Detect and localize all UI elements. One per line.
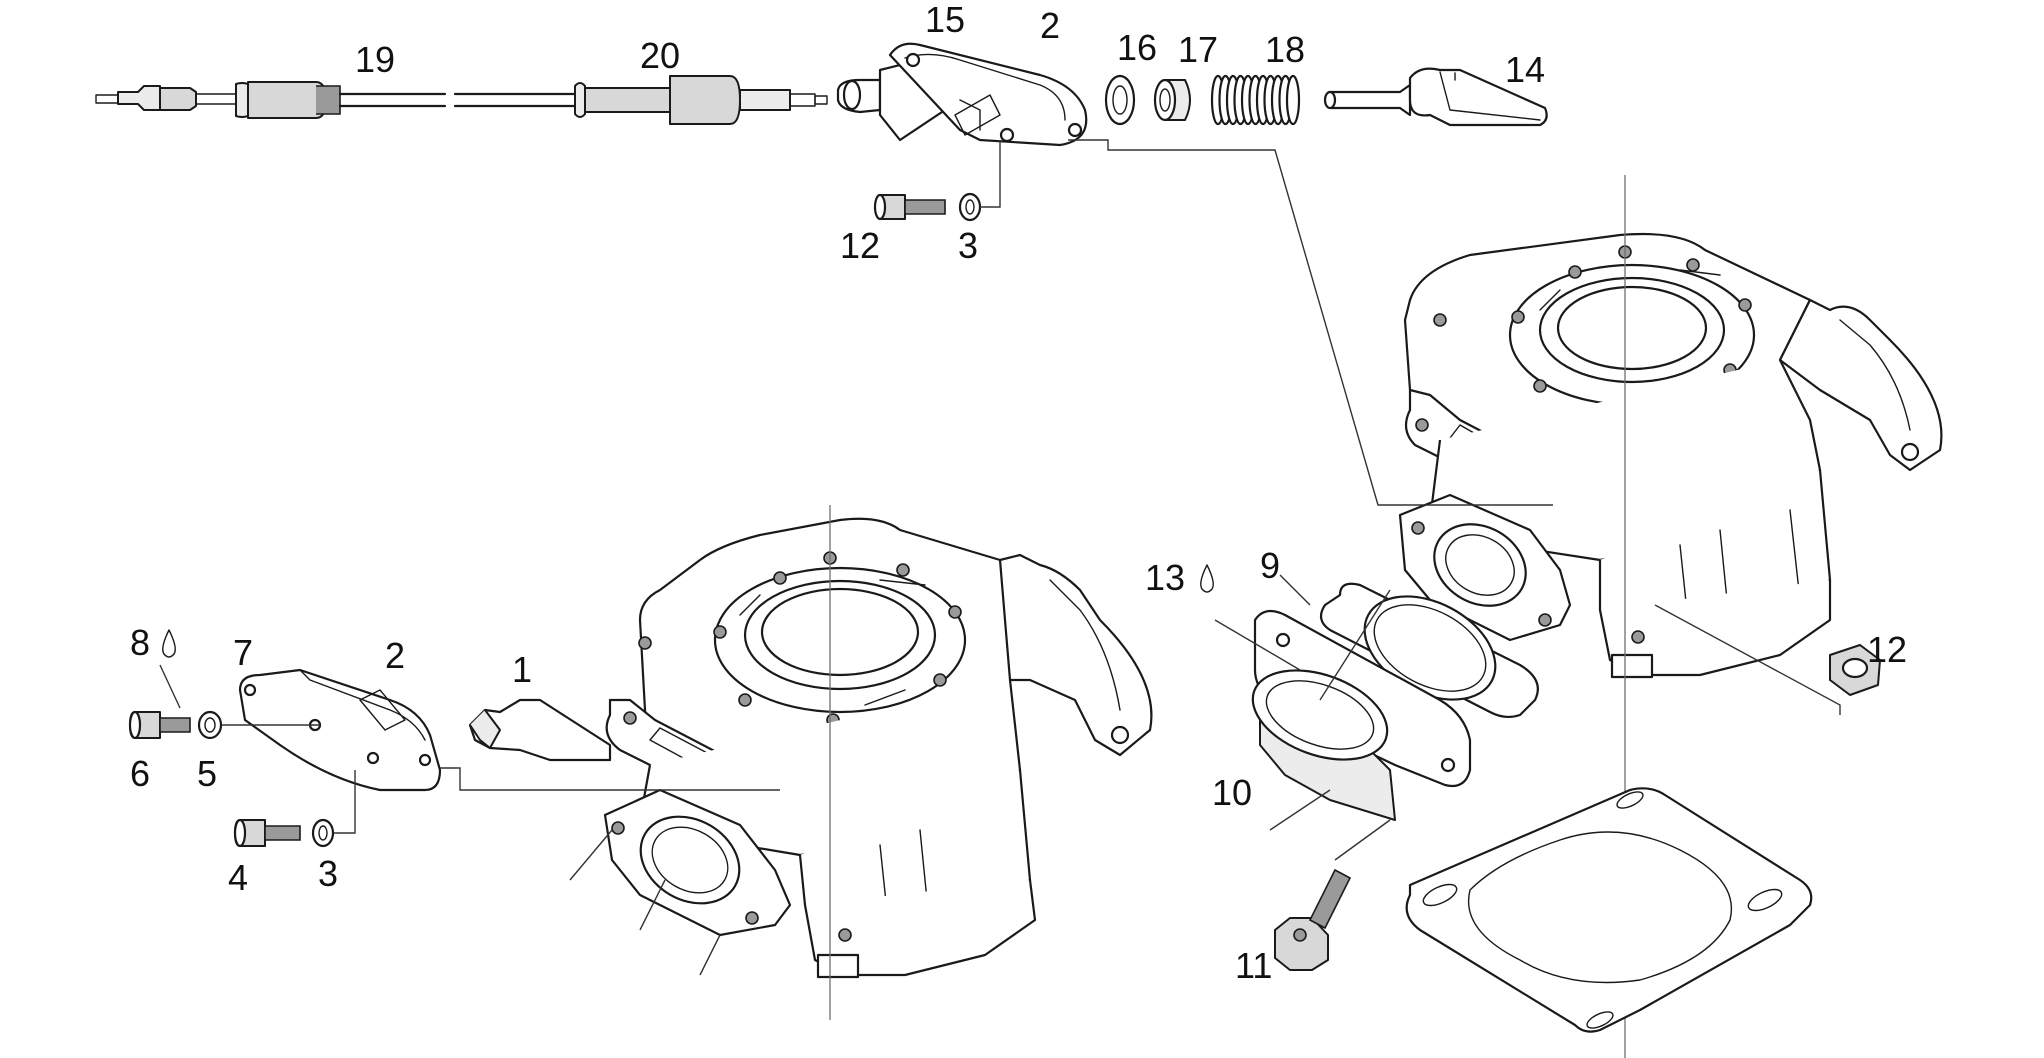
callout-5: 5 <box>197 753 217 794</box>
valve-14 <box>1323 67 1548 127</box>
fluid-drop-icon <box>162 629 176 658</box>
callout-17: 17 <box>1178 29 1218 70</box>
callout-2-top: 2 <box>1040 5 1060 46</box>
callout-12-top: 12 <box>840 225 880 266</box>
spring-coil <box>1285 74 1301 126</box>
callout-14: 14 <box>1505 49 1545 90</box>
callout-11: 11 <box>1235 945 1272 986</box>
gasket-9 <box>1319 582 1539 719</box>
callout-9: 9 <box>1260 545 1280 586</box>
cylinder-left <box>603 505 1153 1020</box>
callout-18: 18 <box>1265 29 1305 70</box>
base-gasket <box>1405 787 1813 1033</box>
callout-19: 19 <box>355 39 395 80</box>
bushing-17 <box>1153 78 1191 122</box>
valve-flap-1 <box>468 698 612 762</box>
callout-4: 4 <box>228 857 248 898</box>
cover-plate-7 <box>238 668 442 792</box>
spring-18 <box>1210 74 1301 126</box>
washer-5 <box>197 710 223 740</box>
callout-15: 15 <box>925 0 965 40</box>
callout-8: 8 <box>130 622 150 663</box>
screw-4 <box>233 818 301 848</box>
screw-11 <box>1274 868 1352 971</box>
callout-2-left: 2 <box>385 635 405 676</box>
o-ring-16 <box>1104 74 1136 126</box>
callout-12-right: 12 <box>1867 629 1907 670</box>
callout-20: 20 <box>640 35 680 76</box>
nut-12-right <box>1829 644 1881 696</box>
callout-1: 1 <box>512 649 532 690</box>
screw-6 <box>128 710 191 740</box>
cable-assembly <box>95 75 828 125</box>
callout-7: 7 <box>233 632 253 673</box>
callout-3-left: 3 <box>318 853 338 894</box>
spacer-flange-10 <box>1251 609 1472 821</box>
callout-13: 13 <box>1145 557 1185 598</box>
screw-12-top <box>873 192 982 222</box>
callout-16: 16 <box>1117 27 1157 68</box>
washer-3 <box>311 818 335 848</box>
valve-housing-top <box>836 42 1088 147</box>
fluid-drop-icon <box>1200 564 1214 593</box>
callout-3-top: 3 <box>958 225 978 266</box>
callout-6: 6 <box>130 753 150 794</box>
callout-10: 10 <box>1212 772 1252 813</box>
